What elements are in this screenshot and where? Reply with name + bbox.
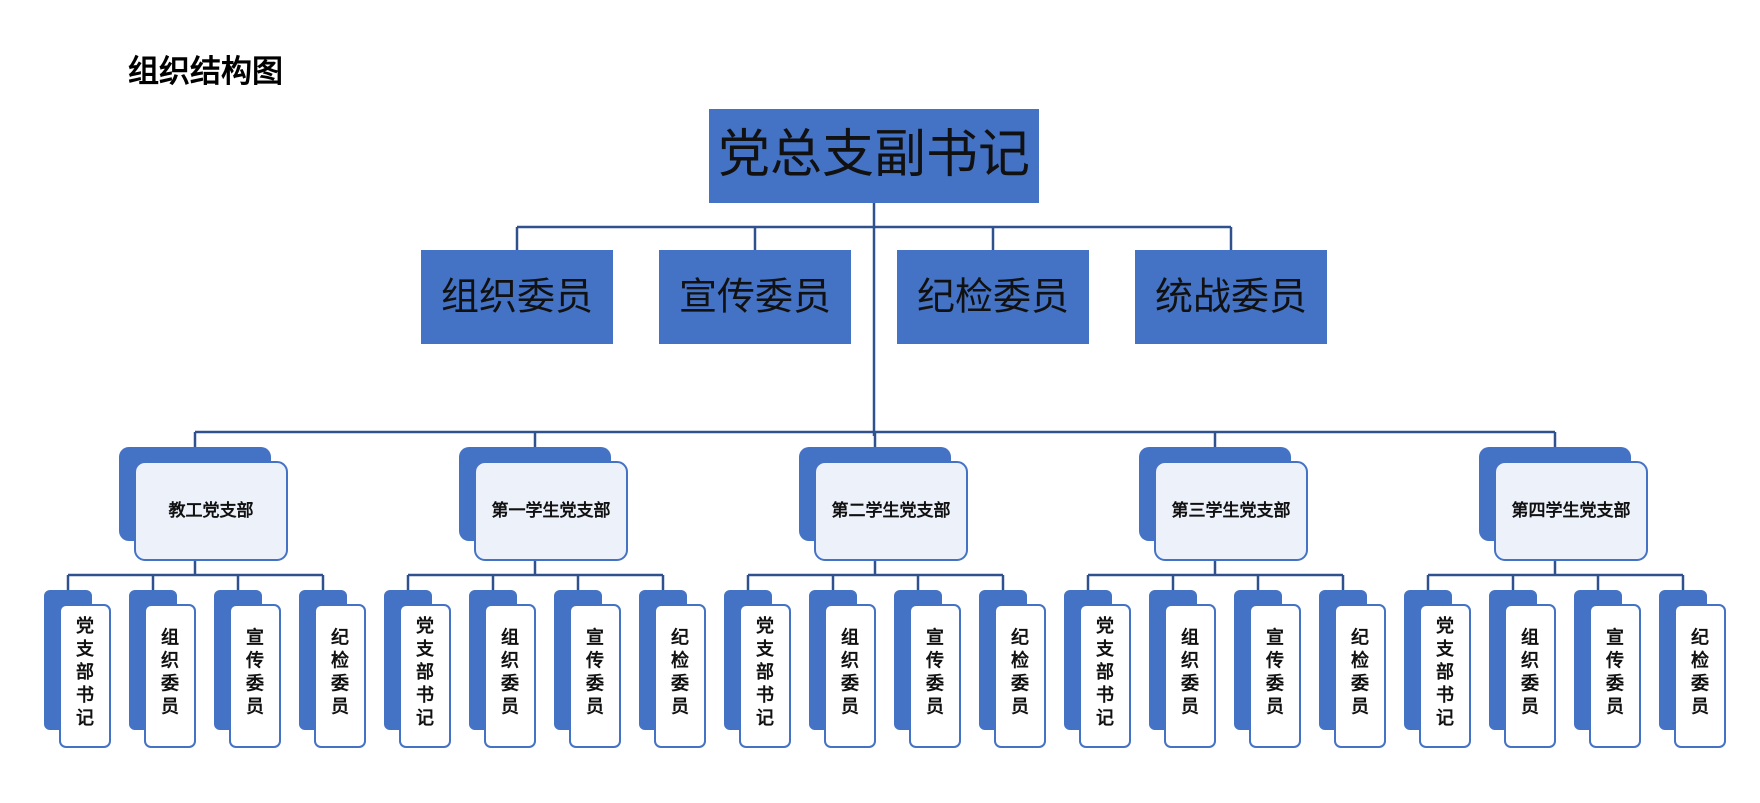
- branch-card-front: [814, 461, 968, 561]
- branch-card-front: [474, 461, 628, 561]
- member-card-front: [909, 604, 961, 748]
- member-label: 组织委员: [1180, 627, 1199, 718]
- committee-label: 纪检委员: [917, 275, 1069, 319]
- member-card-front: [399, 604, 451, 748]
- page-title: 组织结构图: [128, 54, 283, 90]
- branch-label: 教工党支部: [168, 500, 254, 521]
- member-label: 纪检委员: [1350, 627, 1369, 718]
- branch-label: 第二学生党支部: [832, 500, 951, 521]
- branch-label: 第三学生党支部: [1172, 500, 1291, 521]
- member-card-front: [654, 604, 706, 748]
- member-card-front: [569, 604, 621, 748]
- branch-label: 第四学生党支部: [1512, 500, 1631, 521]
- member-card-front: [824, 604, 876, 748]
- member-card-front: [484, 604, 536, 748]
- member-label: 党支部书记: [415, 615, 435, 729]
- member-label: 组织委员: [500, 627, 519, 718]
- member-label: 宣传委员: [925, 627, 944, 718]
- committee-box: [1135, 250, 1327, 344]
- member-label: 党支部书记: [1435, 615, 1455, 729]
- member-card-front: [1589, 604, 1641, 748]
- member-card-front: [1334, 604, 1386, 748]
- member-card-front: [1674, 604, 1726, 748]
- member-label: 组织委员: [1520, 627, 1539, 718]
- member-card-front: [1079, 604, 1131, 748]
- member-label: 党支部书记: [1095, 615, 1115, 729]
- member-label: 组织委员: [840, 627, 859, 718]
- branch-card-front: [1494, 461, 1648, 561]
- member-card-front: [1504, 604, 1556, 748]
- branch-label: 第一学生党支部: [492, 500, 611, 521]
- member-label: 纪检委员: [1690, 627, 1709, 718]
- connector-lines: [66, 203, 1685, 590]
- member-card-front: [229, 604, 281, 748]
- member-layer: 党支部书记 组织委员 宣传委员 纪检委员 党支部书记 组织委员 宣传委员 纪检委员 党支部书记 组…: [44, 590, 1726, 748]
- committee-label: 宣传委员: [679, 275, 831, 319]
- branch-card-front: [1154, 461, 1308, 561]
- member-label: 宣传委员: [245, 627, 264, 718]
- member-label: 党支部书记: [755, 615, 775, 729]
- committee-layer: 组织委员 宣传委员 纪检委员 统战委员: [421, 250, 1327, 344]
- member-label: 党支部书记: [75, 615, 95, 729]
- member-label: 宣传委员: [585, 627, 604, 718]
- branch-layer: 教工党支部 第一学生党支部 第二学生党支部 第三学生党支部 第四学生党支部: [119, 447, 1648, 561]
- committee-label: 组织委员: [441, 275, 593, 319]
- root-node-label: 党总支副书记: [718, 125, 1030, 185]
- member-card-front: [314, 604, 366, 748]
- member-card-front: [144, 604, 196, 748]
- committee-box: [659, 250, 851, 344]
- branch-card-front: [134, 461, 288, 561]
- committee-box: [897, 250, 1089, 344]
- member-label: 宣传委员: [1605, 627, 1624, 718]
- member-label: 纪检委员: [1010, 627, 1029, 718]
- member-card-front: [994, 604, 1046, 748]
- member-card-front: [1419, 604, 1471, 748]
- committee-label: 统战委员: [1155, 275, 1307, 319]
- member-card-front: [59, 604, 111, 748]
- member-label: 纪检委员: [330, 627, 349, 718]
- member-label: 纪检委员: [670, 627, 689, 718]
- root-node-box: [709, 109, 1039, 203]
- member-card-front: [739, 604, 791, 748]
- committee-box: [421, 250, 613, 344]
- root-node-layer: 党总支副书记: [709, 109, 1039, 203]
- member-label: 组织委员: [160, 627, 179, 718]
- member-card-front: [1164, 604, 1216, 748]
- member-label: 宣传委员: [1265, 627, 1284, 718]
- member-card-front: [1249, 604, 1301, 748]
